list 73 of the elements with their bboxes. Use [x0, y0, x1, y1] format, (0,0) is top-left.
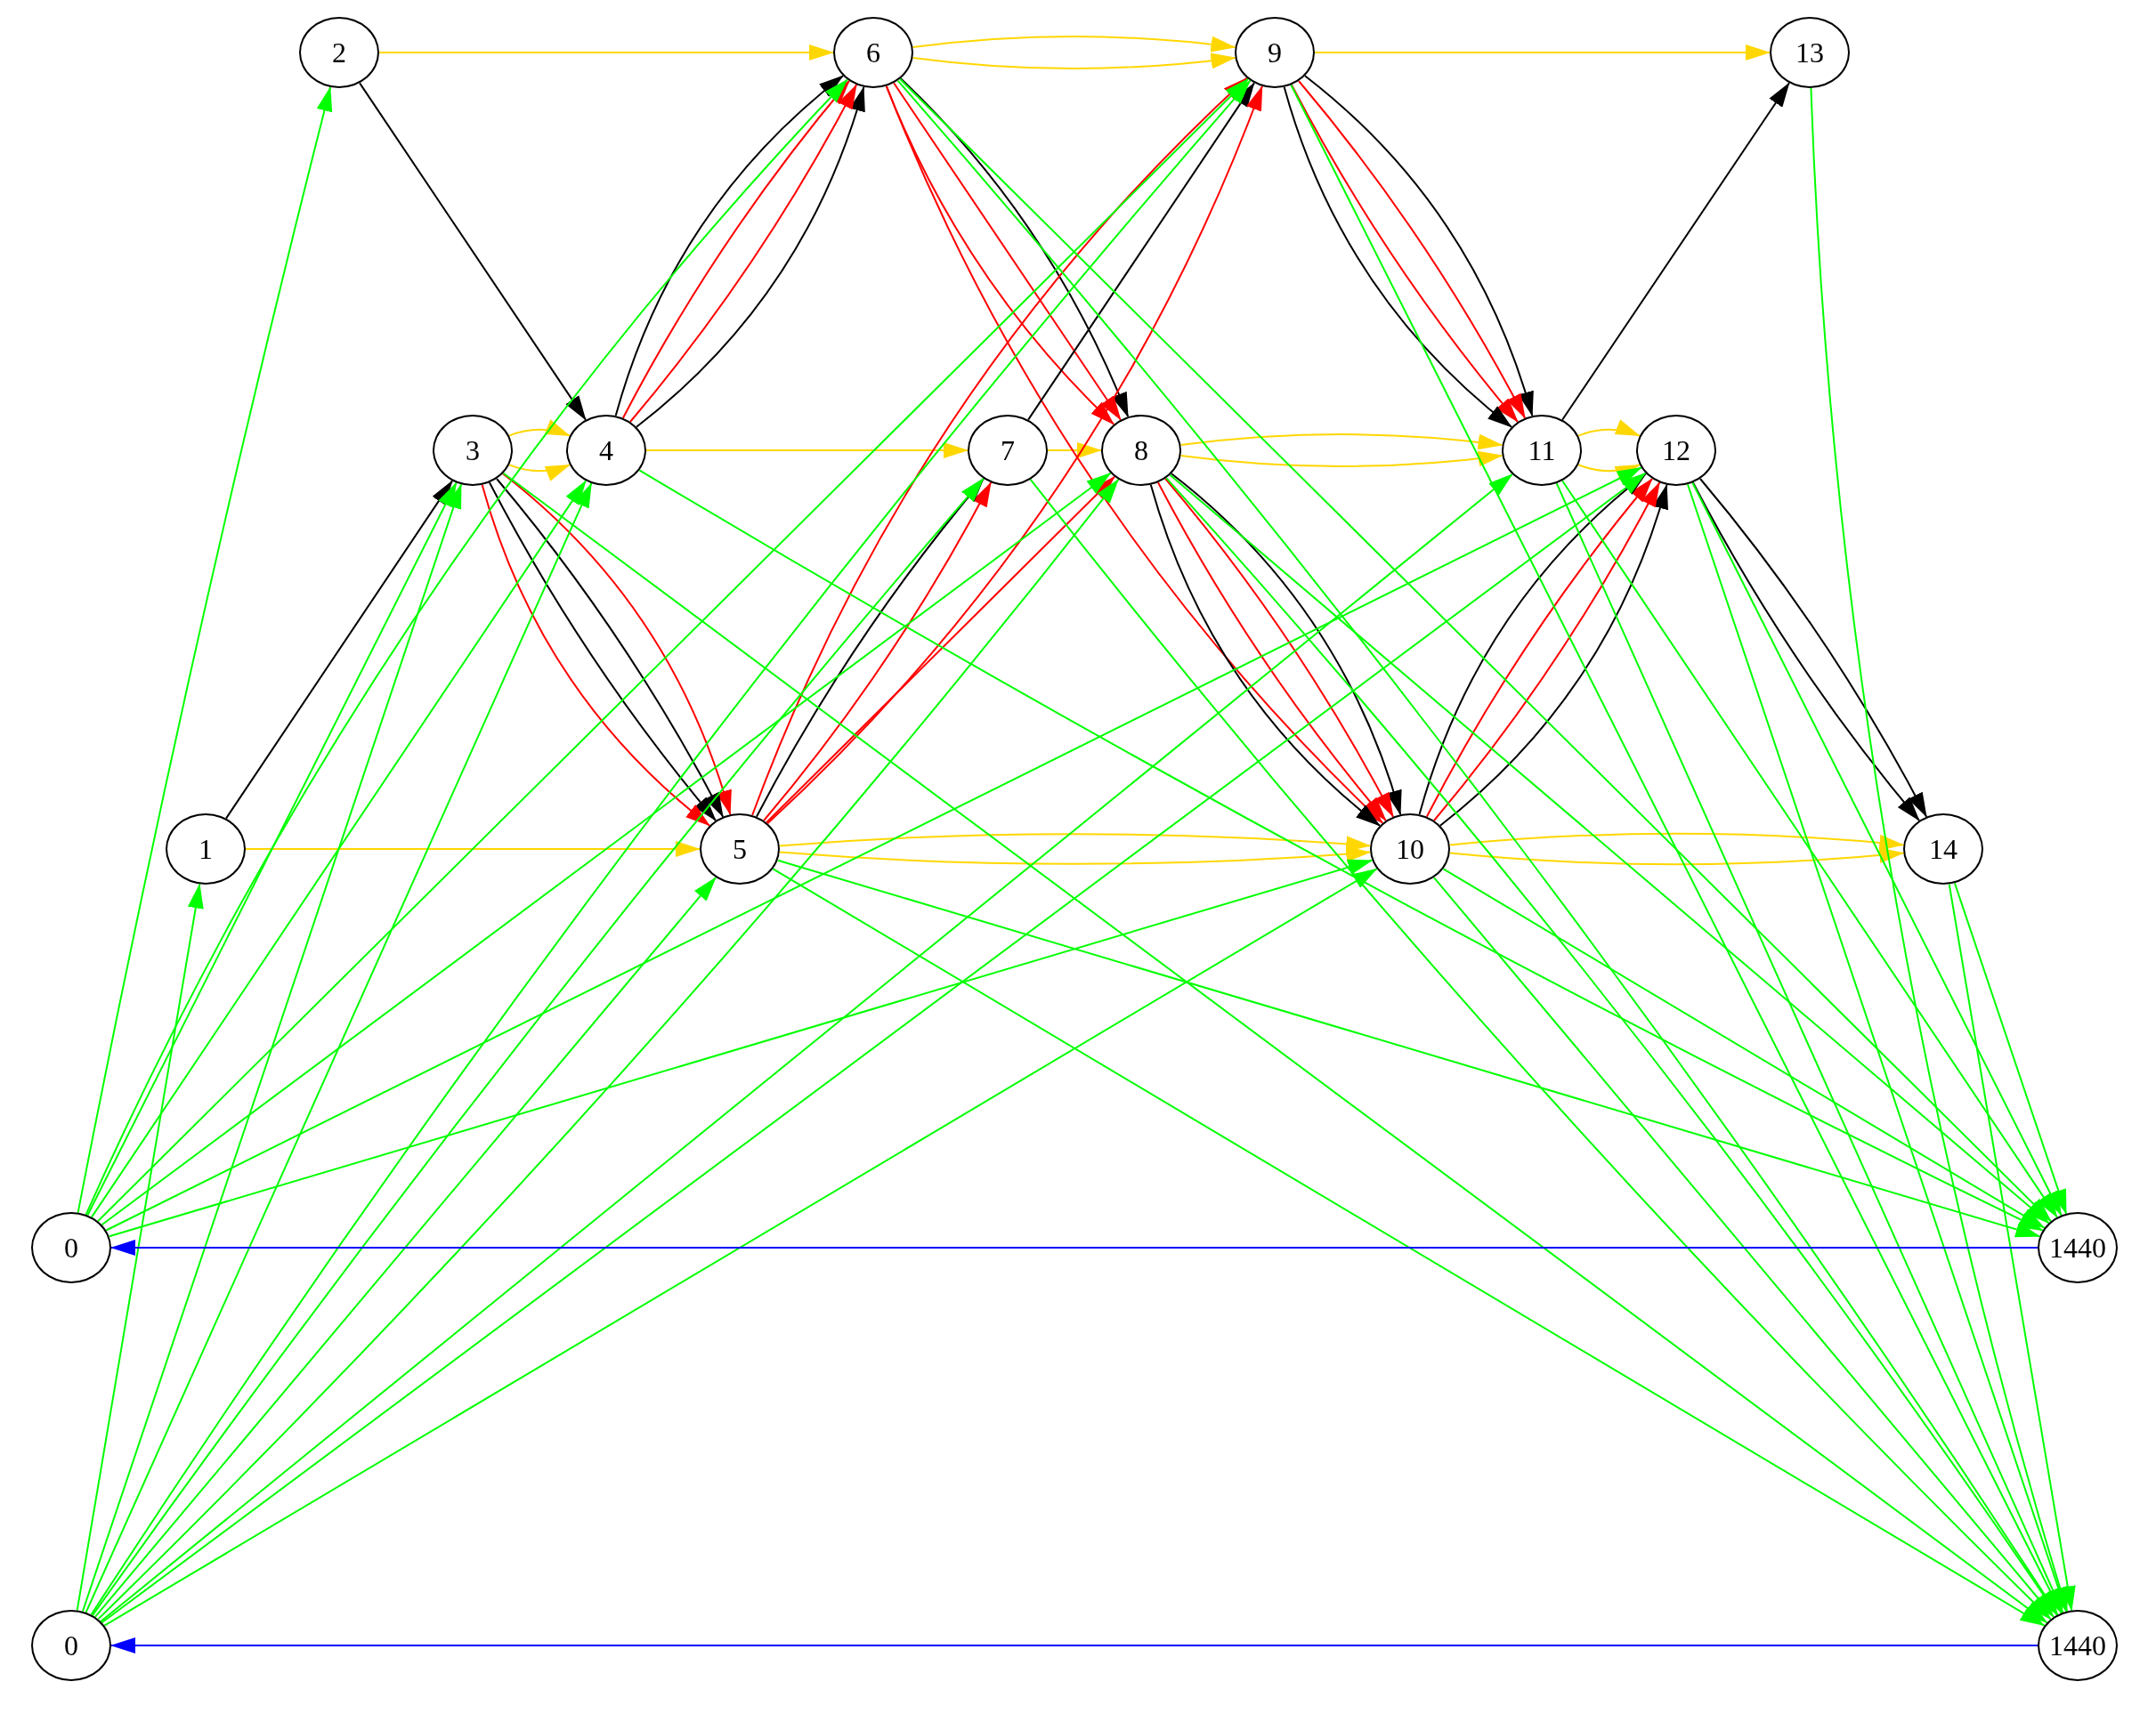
- arrow: [359, 82, 587, 421]
- arrow: [896, 79, 2059, 1616]
- arrow: [103, 868, 1378, 1627]
- arrow: [378, 44, 834, 61]
- ellipse-node: 13: [1770, 17, 1850, 88]
- arrow: [1432, 877, 2055, 1618]
- arrow: [108, 859, 1374, 1238]
- arrow: [638, 469, 2044, 1232]
- ellipse-node: 7: [968, 415, 1048, 486]
- arrow: [1953, 882, 2068, 1215]
- ellipse-node: 4: [566, 415, 646, 486]
- arrow: [899, 77, 2052, 1223]
- arrow: [1686, 483, 2068, 1613]
- ellipse-node: 11: [1502, 415, 1582, 486]
- ellipse-node: 8: [1101, 415, 1181, 486]
- arrow: [90, 79, 1252, 1616]
- arrow: [645, 442, 969, 458]
- arrow: [225, 480, 453, 820]
- arrow: [245, 841, 701, 857]
- arrow: [1290, 84, 2063, 1614]
- ellipse-node: 2: [299, 17, 379, 88]
- arrow: [97, 77, 1249, 1223]
- arrow: [1448, 832, 1905, 851]
- arrow: [766, 475, 1115, 824]
- arrow: [1577, 464, 1641, 481]
- arrow: [772, 868, 2046, 1627]
- arrow: [1314, 44, 1771, 61]
- arrow: [1169, 473, 2050, 1225]
- arrow: [508, 464, 571, 481]
- arrow: [93, 877, 717, 1618]
- arrow: [86, 481, 458, 1217]
- ellipse-node: 6: [833, 17, 913, 88]
- arrow: [76, 883, 204, 1612]
- ellipse-node: 1440: [2038, 1212, 2118, 1283]
- arrow: [1047, 442, 1102, 458]
- ellipse-node: 0: [31, 1610, 111, 1681]
- arrow: [1442, 868, 2046, 1229]
- arrow: [912, 53, 1236, 69]
- arrow: [1948, 883, 2076, 1612]
- arrow: [912, 36, 1236, 53]
- arrow: [1027, 82, 1255, 421]
- arrow: [105, 466, 1642, 1232]
- arrow: [91, 480, 587, 1218]
- arrow: [101, 472, 1112, 1226]
- arrow: [85, 482, 593, 1613]
- arrow: [778, 845, 1372, 865]
- arrow: [110, 1637, 2038, 1653]
- arrow: [885, 85, 1384, 824]
- arrow: [776, 859, 2041, 1238]
- arrow: [502, 472, 2048, 1624]
- arrow: [508, 419, 571, 437]
- ellipse-node: 9: [1235, 17, 1315, 88]
- arrow: [1179, 433, 1504, 450]
- arrow: [1448, 847, 1905, 866]
- arrow: [85, 78, 848, 1216]
- ellipse-node: 0: [31, 1212, 111, 1283]
- arrow: [77, 86, 333, 1214]
- arrow: [1810, 87, 2069, 1613]
- ellipse-node: 1: [166, 813, 246, 885]
- ellipse-node: 1440: [2038, 1610, 2118, 1681]
- ellipse-node: 3: [433, 415, 513, 486]
- arrow: [1561, 480, 2058, 1218]
- ellipse-node: 12: [1636, 415, 1716, 486]
- arrow: [1555, 482, 2064, 1613]
- arrow: [1691, 481, 2063, 1217]
- arrow: [1179, 450, 1504, 467]
- arrow: [1577, 420, 1641, 437]
- ellipse-node: 14: [1903, 813, 1983, 885]
- arrow: [81, 483, 463, 1613]
- ellipse-node: 5: [700, 813, 780, 885]
- arrow: [110, 1240, 2038, 1256]
- arrow: [1561, 82, 1790, 421]
- ellipse-node: 10: [1370, 813, 1450, 885]
